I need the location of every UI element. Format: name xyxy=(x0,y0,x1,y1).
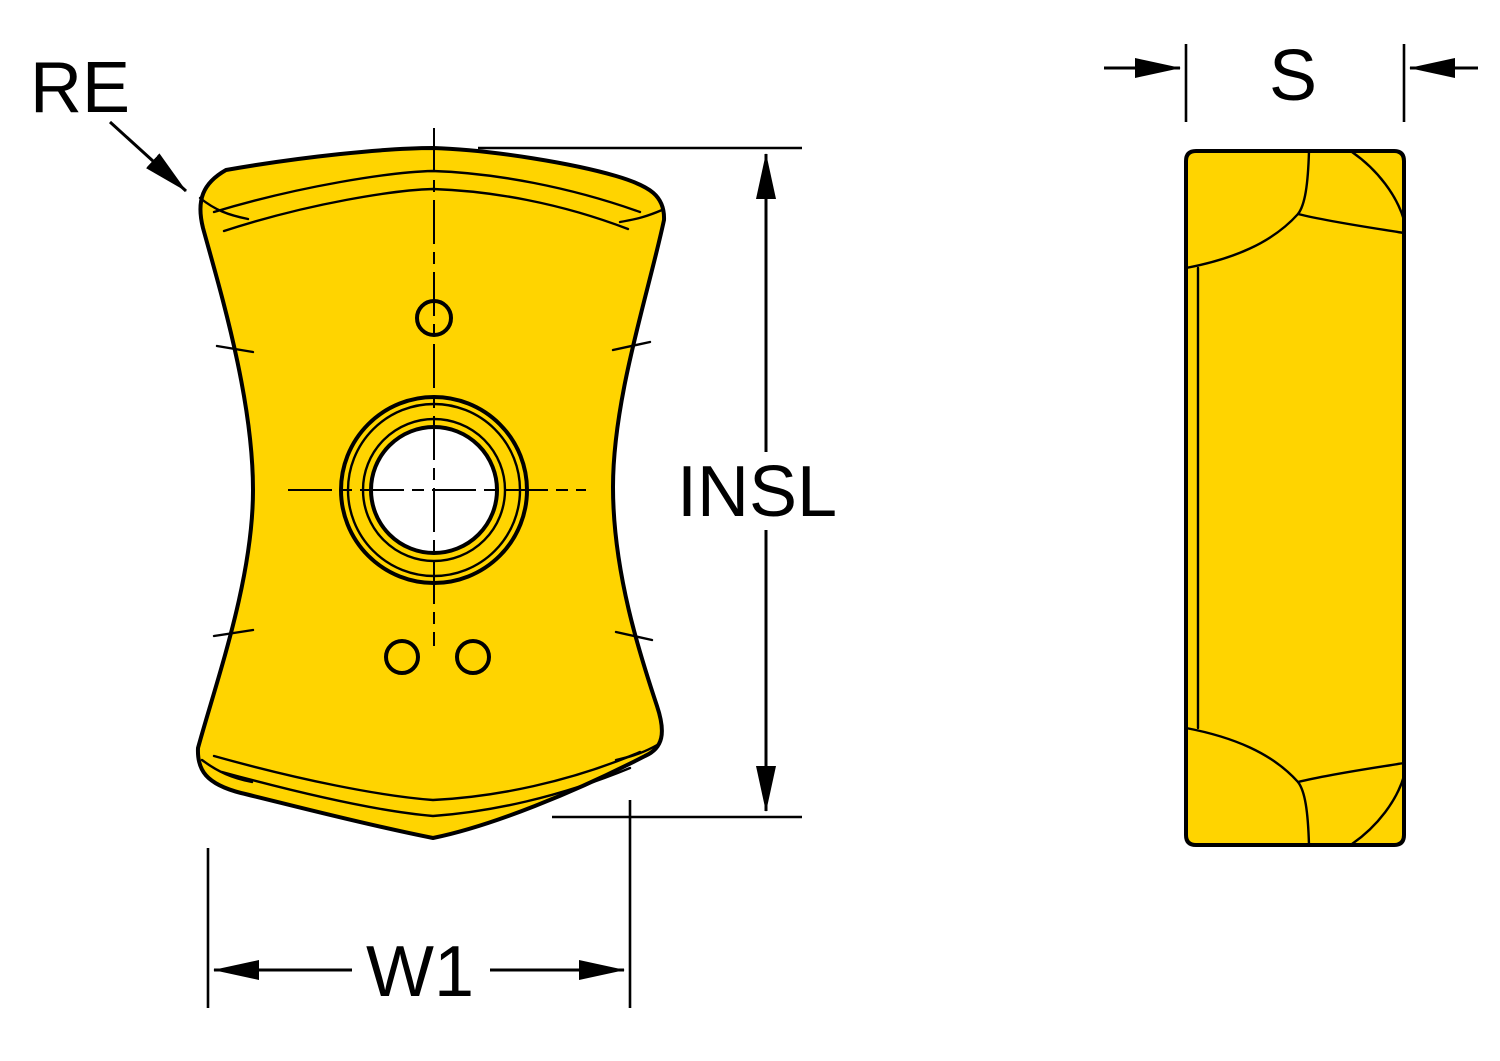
insl-label: INSL xyxy=(677,452,837,532)
insl-dimension: INSL xyxy=(478,146,842,819)
side-bottom-edge-curve xyxy=(1296,761,1406,784)
dimensions: RE INSL W1 S xyxy=(30,36,1478,1012)
s-label: S xyxy=(1269,36,1317,116)
side-view xyxy=(1184,149,1406,847)
side-top-edge-curve xyxy=(1184,149,1311,270)
index-hole-top xyxy=(415,299,453,337)
side-top-edge-curve xyxy=(1296,212,1406,235)
edge-transition-line xyxy=(212,628,255,638)
index-hole-bottom-left xyxy=(384,639,420,675)
edge-transition-line xyxy=(611,340,652,352)
bottom-facet-line xyxy=(212,750,642,802)
corner-facet-line xyxy=(618,208,664,224)
edge-transition-line xyxy=(614,630,654,642)
insert-side-body xyxy=(1184,149,1406,847)
side-top-corner-chamfer xyxy=(1350,150,1406,222)
w1-label-backing xyxy=(352,934,490,1004)
insl-label-backing xyxy=(672,452,842,530)
front-view xyxy=(195,128,667,840)
s-dimension: S xyxy=(1104,36,1478,122)
corner-facet-line xyxy=(614,742,661,762)
bottom-facet-line xyxy=(220,766,632,818)
re-label: RE xyxy=(30,48,130,128)
w1-dimension: W1 xyxy=(206,800,632,1012)
side-bottom-edge-curve xyxy=(1184,726,1311,847)
w1-label: W1 xyxy=(366,932,474,1012)
side-bottom-corner-chamfer xyxy=(1350,774,1406,846)
edge-transition-line xyxy=(215,344,255,354)
corner-facet-line xyxy=(200,758,254,784)
re-dimension: RE xyxy=(30,48,188,193)
corner-facet-line xyxy=(198,196,250,221)
re-leader-arrow xyxy=(108,120,188,193)
index-hole-bottom-right xyxy=(455,639,491,675)
